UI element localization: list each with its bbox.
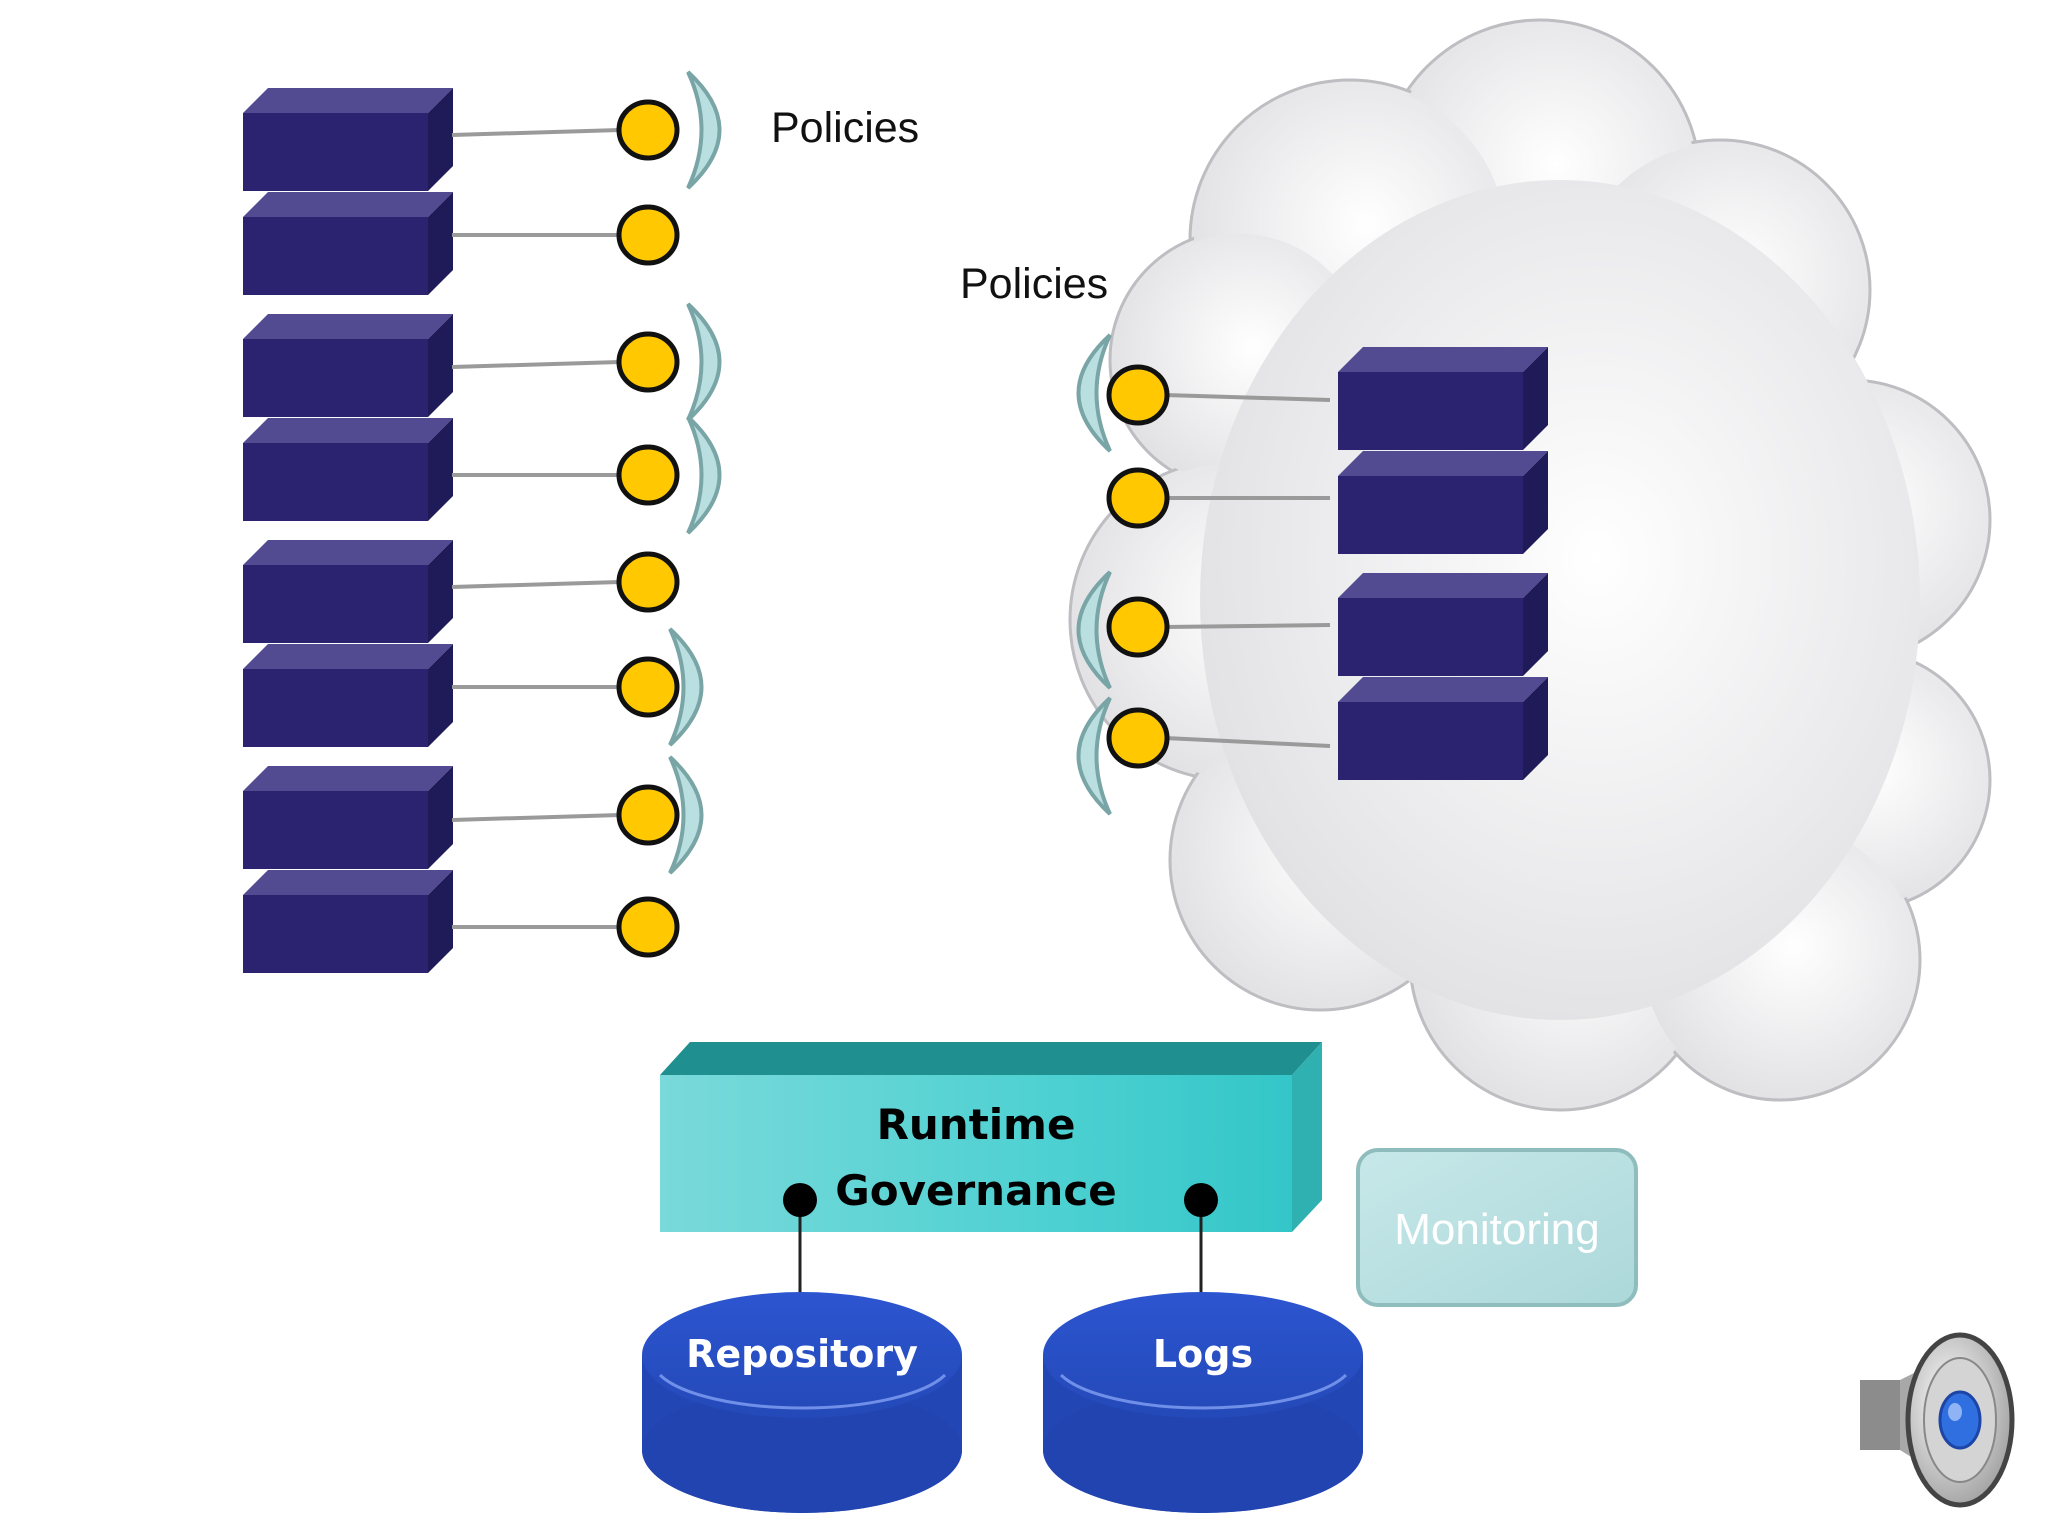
cloud-connector-line	[1164, 393, 1331, 402]
left-service-block	[243, 766, 453, 869]
cloud-service-block	[1338, 677, 1548, 780]
cloud-policy-bracket	[1076, 696, 1112, 816]
left-policies-label: Policies	[771, 104, 919, 152]
runtime-governance-line2: Governance	[835, 1166, 1116, 1215]
left-connector-line	[451, 580, 621, 589]
left-policy-bracket	[686, 302, 722, 422]
left-endpoint	[616, 99, 680, 161]
left-connectors	[451, 128, 621, 929]
left-policy-bracket	[668, 627, 704, 747]
cloud-policy-bracket	[1076, 333, 1112, 453]
logs-database: Logs	[1043, 1292, 1363, 1513]
left-endpoint	[616, 784, 680, 846]
left-endpoints	[616, 99, 680, 958]
cloud-service-blocks	[1338, 347, 1548, 780]
left-connector-line	[451, 360, 621, 369]
cloud-endpoint	[1106, 467, 1170, 529]
left-connector-line	[451, 813, 621, 822]
left-service-block	[243, 870, 453, 973]
left-service-block	[243, 418, 453, 521]
left-service-block	[243, 88, 453, 191]
cloud-service-block	[1338, 573, 1548, 676]
cloud-endpoint	[1106, 707, 1170, 769]
left-policy-bracket	[686, 70, 722, 190]
cloud	[1068, 18, 1992, 1112]
left-endpoint	[616, 551, 680, 613]
monitoring-label: Monitoring	[1394, 1205, 1599, 1254]
right-policies-label: Policies	[960, 260, 1108, 308]
left-endpoint	[616, 204, 680, 266]
cloud-endpoint	[1106, 596, 1170, 658]
cloud-service-block	[1338, 451, 1548, 554]
left-policy-brackets	[668, 70, 722, 875]
left-service-block	[243, 540, 453, 643]
left-service-blocks	[243, 88, 453, 973]
cloud-service-block	[1338, 347, 1548, 450]
cloud-connectors	[1164, 393, 1331, 748]
left-service-block	[243, 192, 453, 295]
monitoring-box: Monitoring	[1356, 1148, 1638, 1307]
left-service-block	[243, 644, 453, 747]
left-endpoint	[616, 331, 680, 393]
governance-db-connectors	[783, 1183, 1218, 1305]
logs-label: Logs	[1153, 1332, 1253, 1376]
left-connector-line	[451, 128, 621, 137]
cloud-policy-brackets	[1076, 333, 1112, 816]
cloud-connector-line	[1164, 736, 1331, 748]
repository-connector-dot	[783, 1183, 817, 1217]
runtime-governance-line1: Runtime	[877, 1100, 1076, 1149]
repository-label: Repository	[686, 1332, 918, 1376]
cloud-endpoints	[1106, 364, 1170, 769]
speaker-icon[interactable]	[1860, 1332, 2015, 1508]
cloud-endpoint	[1106, 364, 1170, 426]
cloud-policy-bracket	[1076, 570, 1112, 690]
repository-database: Repository	[642, 1292, 962, 1513]
left-endpoint	[616, 444, 680, 506]
left-policy-bracket	[668, 755, 704, 875]
left-endpoint	[616, 656, 680, 718]
left-endpoint	[616, 896, 680, 958]
left-policy-bracket	[686, 415, 722, 535]
left-service-block	[243, 314, 453, 417]
runtime-governance-box: Runtime Governance	[660, 1042, 1322, 1232]
logs-connector-dot	[1184, 1183, 1218, 1217]
cloud-connector-line	[1164, 623, 1331, 629]
